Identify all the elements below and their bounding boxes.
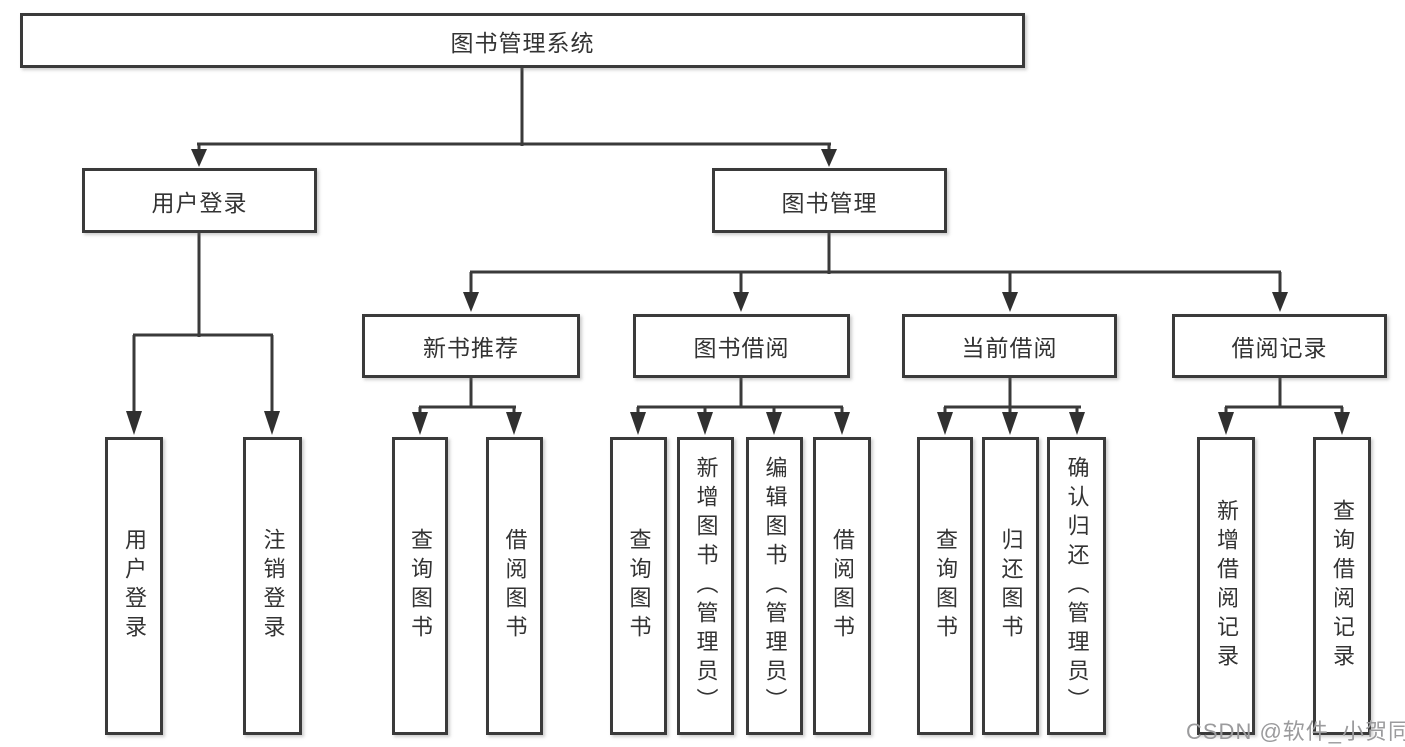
leaf-borrow-books-recommend: 借阅图书 [486, 437, 543, 735]
leaf-query-books-borrow: 查询图书 [610, 437, 667, 735]
node-label: 新书推荐 [423, 335, 519, 361]
leaf-label: 借阅图书 [830, 528, 855, 644]
leaf-logout: 注销登录 [243, 437, 302, 735]
leaf-label: 归还图书 [998, 528, 1024, 644]
leaf-label: 编辑图书（管理员） [762, 455, 788, 717]
node-root: 图书管理系统 [20, 13, 1025, 68]
node-user-login: 用户登录 [82, 168, 317, 233]
node-label: 图书借阅 [693, 335, 790, 361]
node-borrow-records: 借阅记录 [1172, 314, 1387, 378]
leaf-add-books-admin: 新增图书（管理员） [677, 437, 734, 735]
leaf-label: 新增图书（管理员） [693, 455, 719, 717]
csdn-watermark: CSDN @软件_小贺同学 [1186, 719, 1405, 744]
leaf-return-books: 归还图书 [982, 437, 1039, 735]
leaf-label: 确认归还（管理员） [1064, 455, 1090, 717]
leaf-edit-books-admin: 编辑图书（管理员） [746, 437, 803, 735]
leaf-label: 用户登录 [122, 528, 147, 644]
node-label: 图书管理 [781, 189, 878, 216]
leaf-label: 查询借阅记录 [1330, 499, 1355, 673]
node-label: 用户登录 [151, 189, 248, 216]
leaf-user-login: 用户登录 [105, 437, 163, 735]
leaf-query-books-current: 查询图书 [917, 437, 973, 735]
node-book-management: 图书管理 [712, 168, 947, 233]
node-new-book-recommend: 新书推荐 [362, 314, 580, 378]
node-label: 借阅记录 [1231, 335, 1328, 361]
node-label: 图书管理系统 [450, 29, 595, 56]
leaf-label: 查询图书 [626, 528, 652, 644]
leaf-add-borrow-record: 新增借阅记录 [1197, 437, 1255, 735]
leaf-label: 查询图书 [933, 528, 958, 644]
node-book-borrow: 图书借阅 [633, 314, 850, 378]
node-current-borrow: 当前借阅 [902, 314, 1117, 378]
node-label: 当前借阅 [961, 335, 1058, 361]
leaf-borrow-books: 借阅图书 [813, 437, 871, 735]
leaf-label: 查询图书 [408, 528, 433, 644]
leaf-label: 借阅图书 [502, 528, 528, 644]
leaf-label: 注销登录 [260, 528, 286, 644]
leaf-confirm-return-admin: 确认归还（管理员） [1047, 437, 1106, 735]
leaf-label: 新增借阅记录 [1214, 499, 1239, 673]
leaf-query-borrow-record: 查询借阅记录 [1313, 437, 1371, 735]
leaf-query-books-recommend: 查询图书 [392, 437, 448, 735]
